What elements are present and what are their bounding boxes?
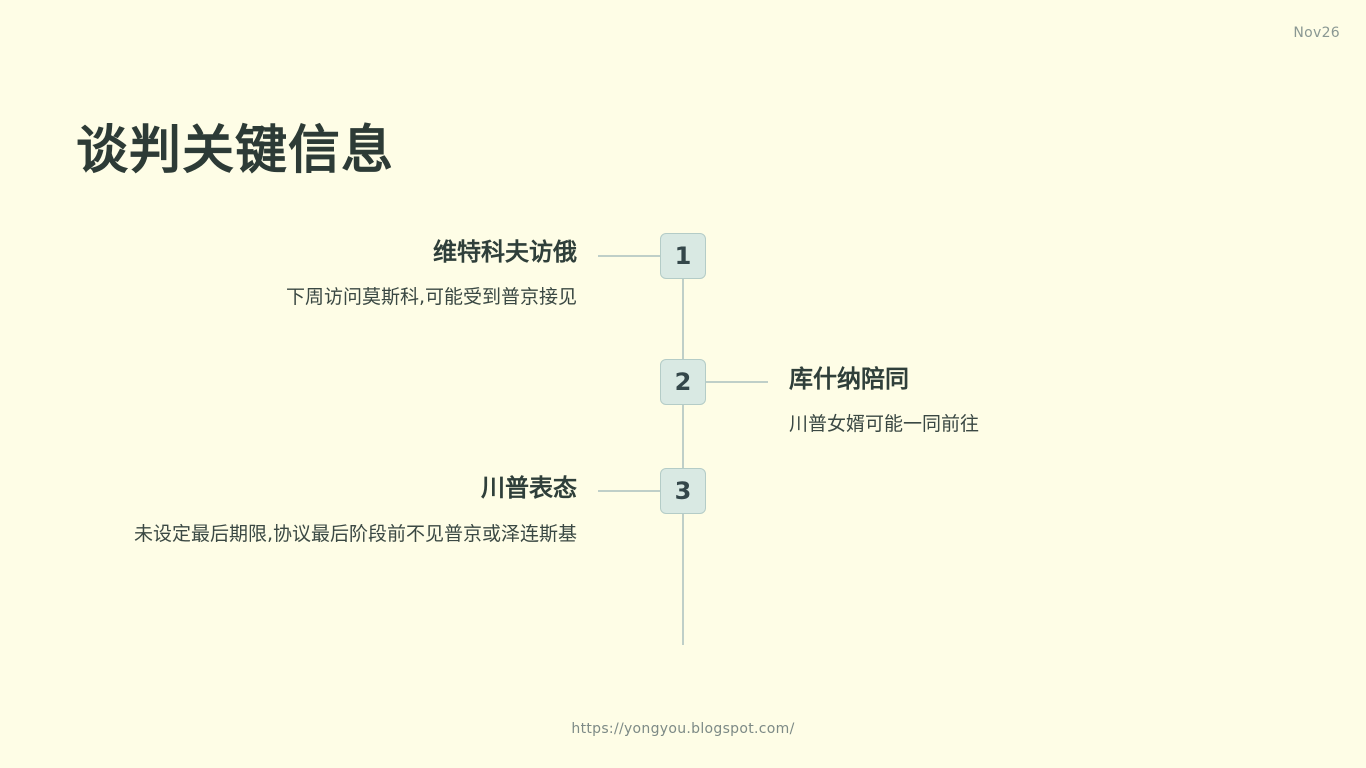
page-title: 谈判关键信息 [76,121,395,181]
date-stamp: Nov26 [1293,25,1340,41]
timeline-item-2-title: 库什纳陪同 [789,365,909,393]
timeline-line [682,256,684,645]
timeline-item-3-title: 川普表态 [481,474,577,502]
timeline-marker-2: 2 [660,359,706,405]
timeline-marker-1: 1 [660,233,706,279]
timeline-connector-3 [598,490,660,492]
timeline-marker-3: 3 [660,468,706,514]
timeline-connector-1 [598,255,660,257]
timeline-item-1-description: 下周访问莫斯科,可能受到普京接见 [285,286,577,308]
footer-url: https://yongyou.blogspot.com/ [571,721,795,737]
timeline-item-1-title: 维特科夫访俄 [433,238,577,266]
timeline-connector-2 [706,381,768,383]
timeline-item-2-description: 川普女婿可能一同前往 [789,413,980,435]
timeline-item-3-description: 未设定最后期限,协议最后阶段前不见普京或泽连斯基 [133,523,577,545]
